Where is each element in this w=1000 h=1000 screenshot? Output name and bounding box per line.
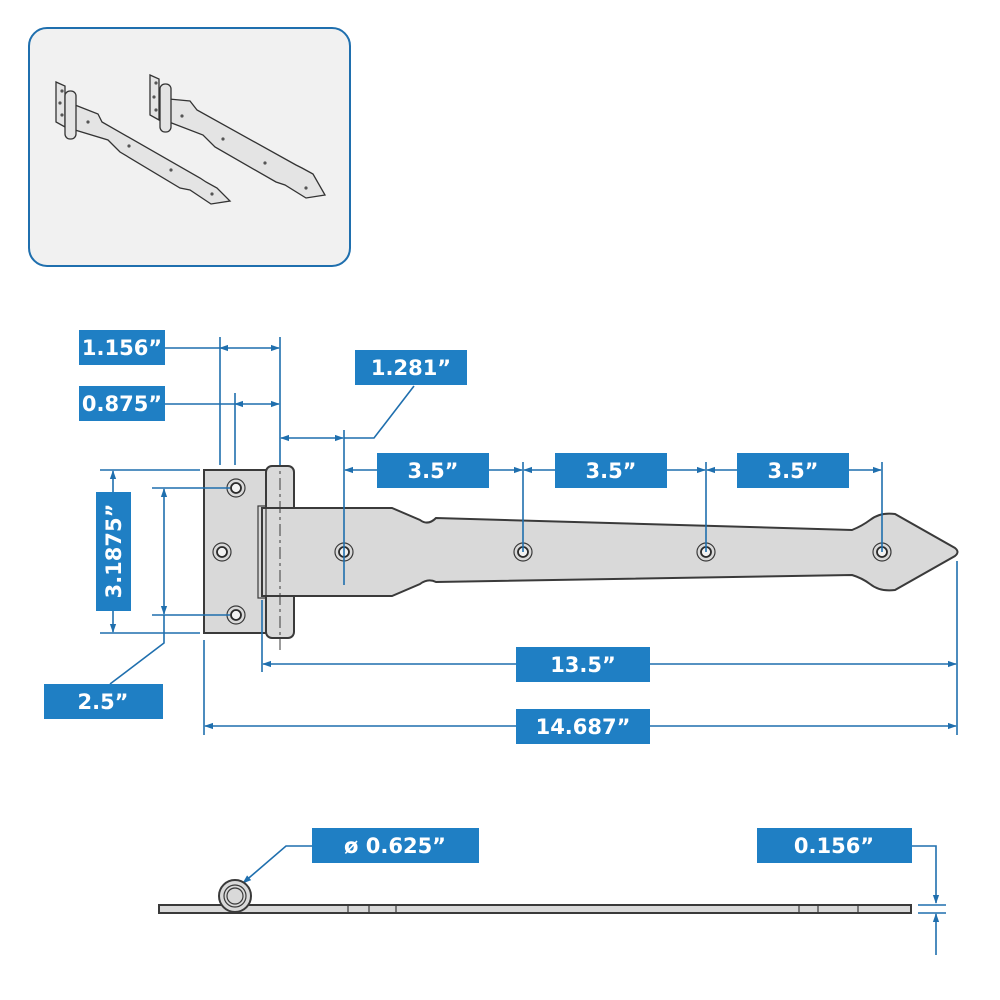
label-spacing-3-text: 3.5” [767, 459, 818, 483]
label-31875-text: 3.1875” [102, 504, 126, 599]
leaf-hole-middle [212, 542, 232, 562]
label-135-text: 13.5” [550, 653, 616, 677]
label-spacing-2: 3.5” [555, 453, 667, 488]
label-0875: 0.875” [79, 386, 165, 421]
label-25: 2.5” [44, 684, 163, 719]
thumbnail-hinge-left [55, 80, 232, 205]
thumbnail-frame [28, 27, 351, 267]
label-1156: 1.156” [79, 330, 165, 365]
label-thickness-text: 0.156” [794, 834, 874, 858]
label-14687-text: 14.687” [536, 715, 631, 739]
label-1156-text: 1.156” [82, 336, 162, 360]
label-135: 13.5” [516, 647, 650, 682]
label-spacing-1-text: 3.5” [407, 459, 458, 483]
side-knuckle [218, 879, 252, 913]
leaf-hole-bottom [226, 605, 246, 625]
label-25-text: 2.5” [77, 690, 128, 714]
top-view [203, 455, 959, 650]
label-14687: 14.687” [516, 709, 650, 744]
hinge-strap [261, 507, 959, 597]
side-profile-plate [158, 904, 912, 914]
strap-barrel-edge [257, 505, 267, 599]
label-thickness: 0.156” [757, 828, 912, 863]
label-1281-text: 1.281” [371, 356, 451, 380]
label-0875-text: 0.875” [82, 392, 162, 416]
label-spacing-2-text: 3.5” [585, 459, 636, 483]
label-diameter: ø 0.625” [312, 828, 479, 863]
label-1281: 1.281” [355, 350, 467, 385]
label-31875: 3.1875” [96, 492, 131, 611]
label-spacing-1: 3.5” [377, 453, 489, 488]
side-view [158, 879, 912, 914]
thumbnail-hinge-right [149, 73, 327, 199]
label-spacing-3: 3.5” [737, 453, 849, 488]
thumbnail-panel [28, 27, 351, 267]
label-diameter-text: ø 0.625” [344, 834, 446, 858]
